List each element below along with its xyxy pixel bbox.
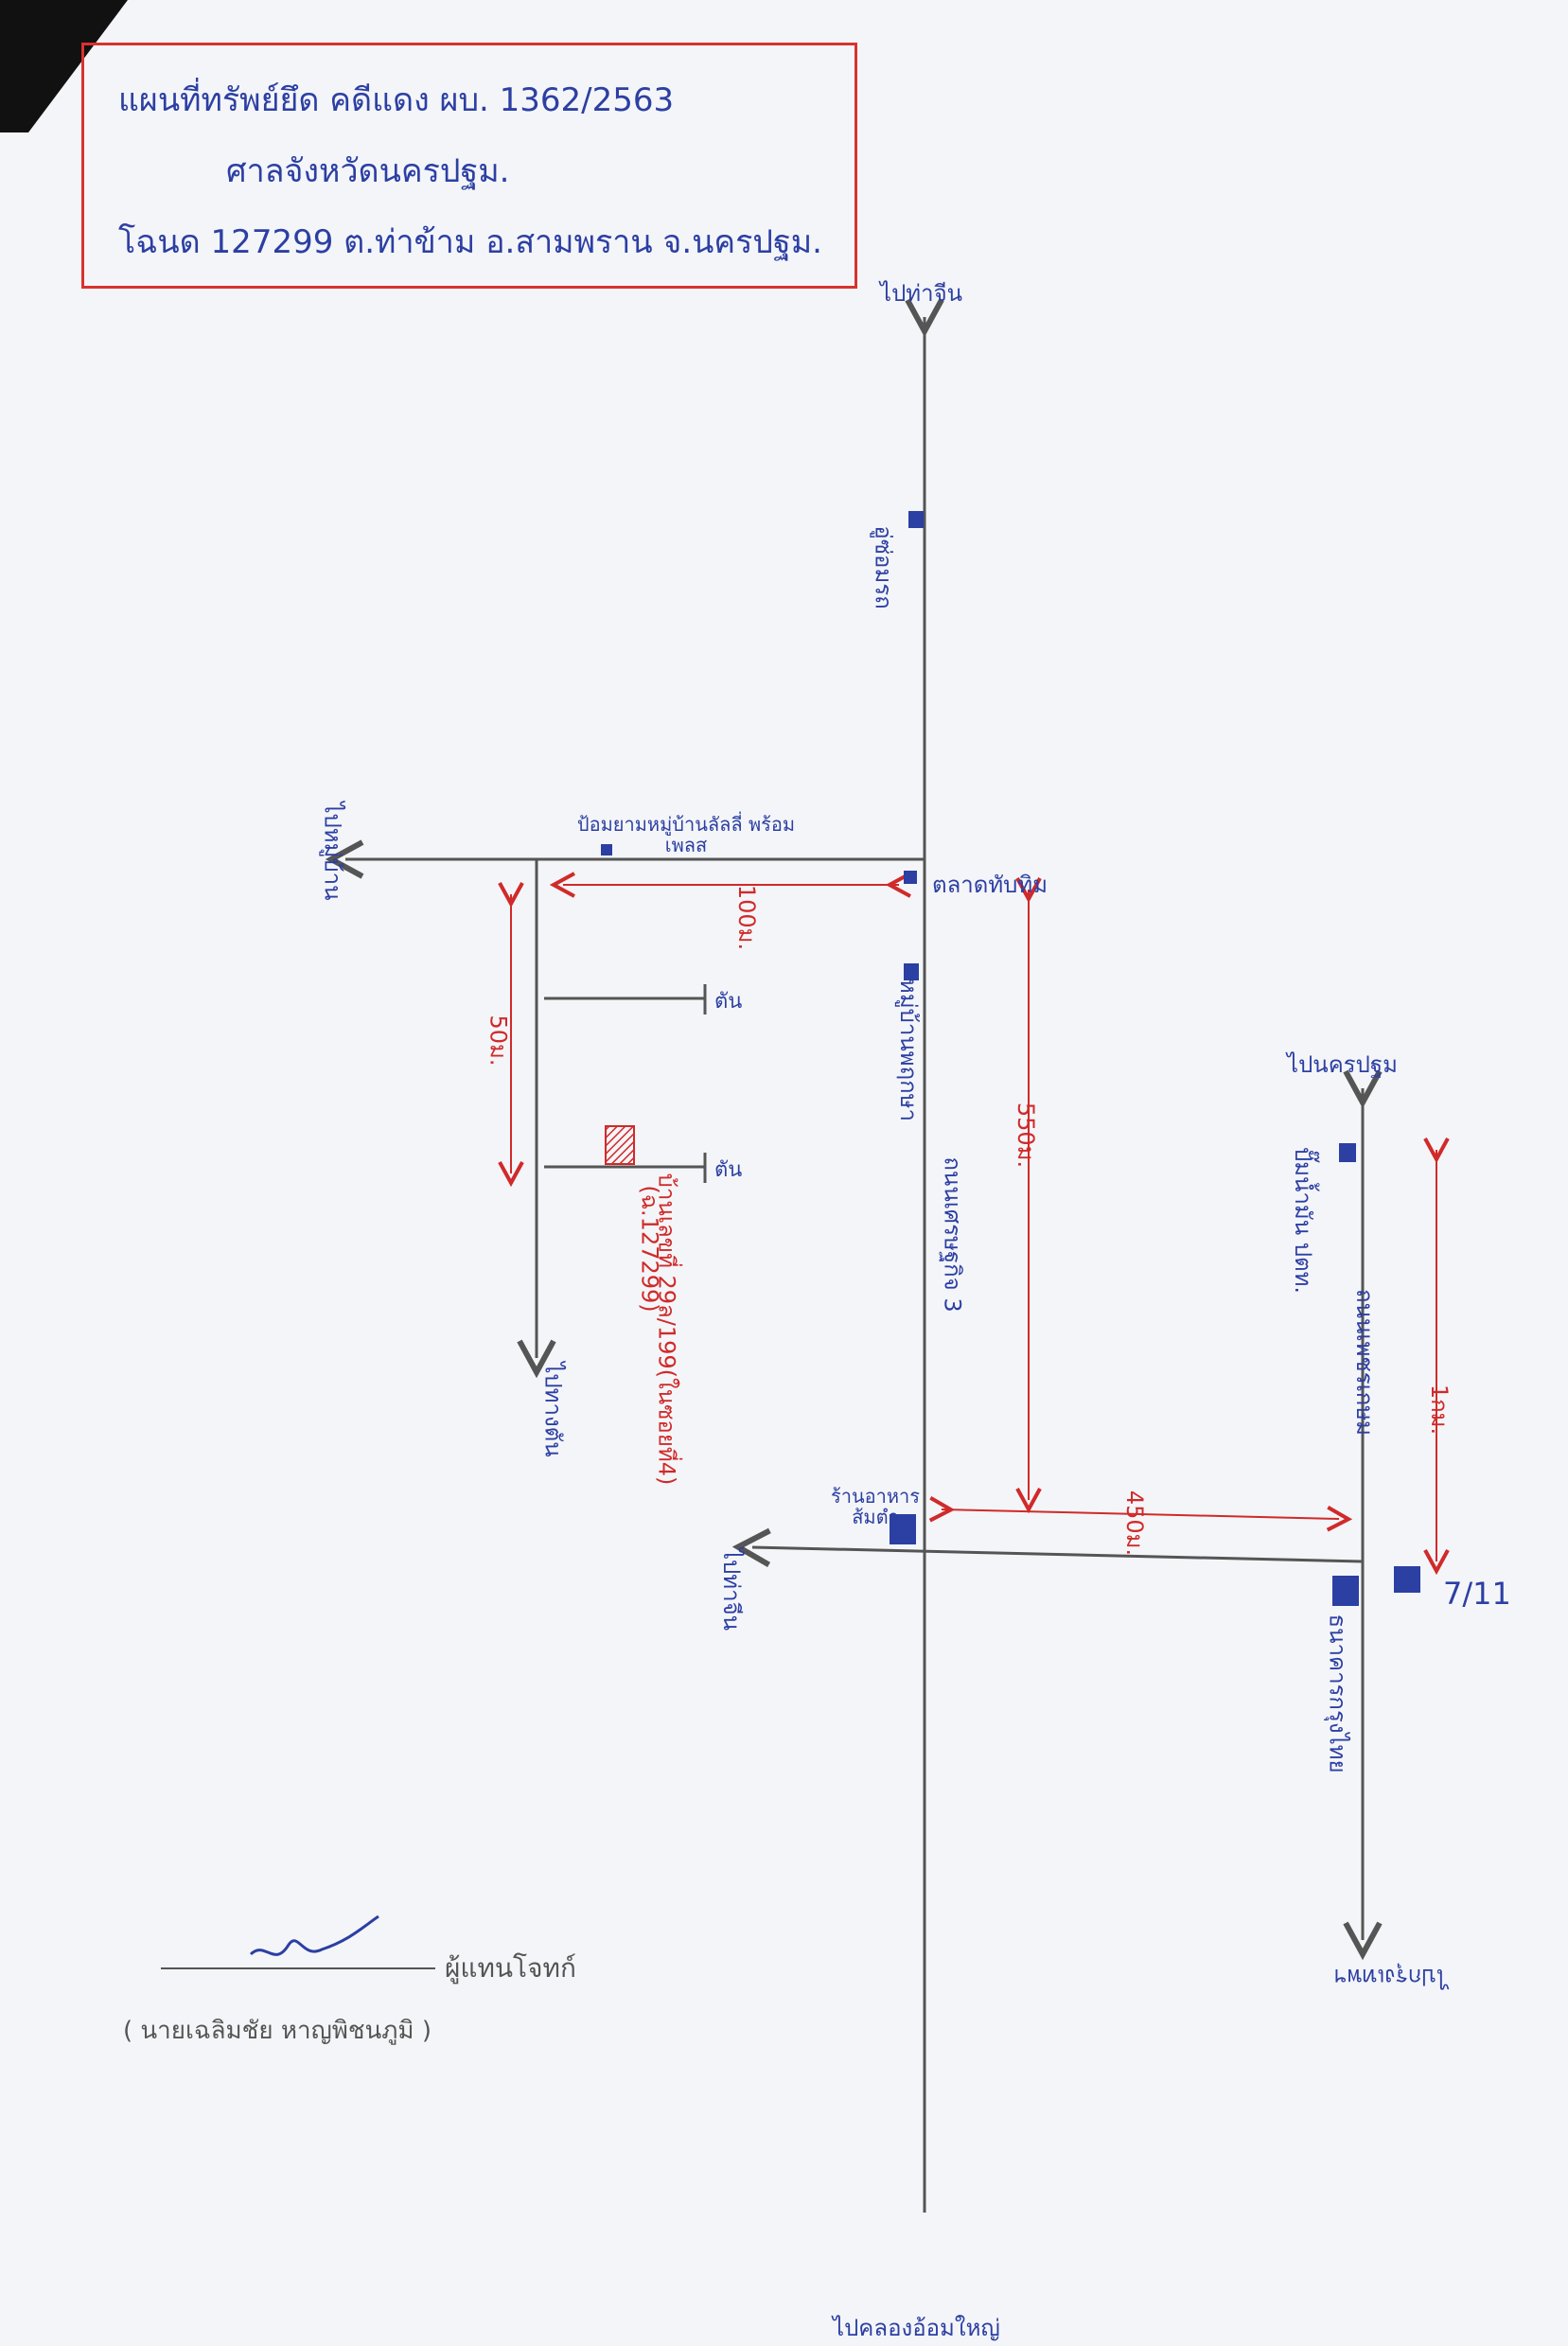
village-label: หมู่บ้านพฤกษา — [894, 979, 922, 1121]
gas-square — [1339, 1143, 1356, 1162]
soi-left-end-label: ไปหมู่บ้าน — [319, 802, 346, 901]
title-line-1: แผนที่ทรัพย์ยึด คดีแดง ผบ. 1362/2563 — [118, 81, 675, 119]
distance-label-1km: 1กม. — [1426, 1384, 1453, 1436]
map-drawing — [0, 0, 1568, 2213]
title-line-3: โฉนด 127299 ต.ท่าข้าม อ.สามพราน จ.นครปฐม… — [118, 223, 822, 261]
corner-shop-label: ตลาดทับทิม — [932, 872, 1048, 898]
property-house-label: บ้านเลขที่ 29ล/199(ในซอยที่4) — [653, 1173, 680, 1486]
signature-mark — [161, 1914, 435, 1969]
north-direction-label: ไปท่าจีน — [880, 280, 963, 307]
junction-square — [890, 1514, 916, 1544]
bank-square — [1332, 1576, 1359, 1606]
cross-road — [752, 1547, 1364, 1561]
shop-square-top — [908, 511, 924, 528]
top-shop-label: อู่ซ่อมรถ — [870, 525, 897, 609]
dead-end-label-a: ตัน — [714, 990, 743, 1014]
village-gate-label: ป้อมยามหมู่บ้านลัลลี่ พร้อมเพลส — [576, 813, 796, 856]
dead-end-label-b: ตัน — [714, 1158, 743, 1182]
signature-block: ผู้แทนโจทก์ ( นายเฉลิมชัย หาญพิชนภูมิ ) — [123, 1902, 710, 2091]
distance-label-50: 50ม. — [484, 1014, 512, 1067]
cross-road-end-label: ไปท่าจีน — [718, 1547, 746, 1632]
torn-corner — [0, 0, 128, 132]
right-road-name: ถนนเพชรเกษม — [1350, 1289, 1378, 1436]
signature-role: ผู้แทนโจทก์ — [445, 1952, 576, 1984]
signature-name: ( นายเฉลิมชัย หาญพิชนภูมิ ) — [123, 2017, 432, 2045]
distance-label-100: 100ม. — [733, 884, 761, 951]
gas-station-label: ปั๊มน้ำมัน ปตท. — [1290, 1146, 1317, 1295]
right-south-label: ไปกรุงเทพฯ — [1334, 1964, 1448, 1990]
seven-eleven-square — [1394, 1566, 1420, 1593]
soi-south-end-label: ไปทางตัน — [539, 1362, 567, 1457]
south-direction-label: ไปคลองอ้อมใหญ่ — [833, 2315, 1000, 2341]
distance-label-550: 550ม. — [1013, 1102, 1040, 1169]
junction-shop-label: ร้านอาหาร ส้มตำ — [830, 1485, 921, 1528]
title-line-2: ศาลจังหวัดนครปฐม. — [226, 152, 510, 190]
property-parcel — [605, 1125, 635, 1165]
distance-label-450: 450ม. — [1121, 1490, 1149, 1557]
gate-square — [601, 844, 612, 855]
main-road-name: ถนนเศรษฐกิจ 3 — [939, 1156, 966, 1313]
distance-arrow-450 — [942, 1509, 1339, 1519]
right-bank-label: ธนาคารกรุงไทย — [1324, 1614, 1351, 1773]
title-box: แผนที่ทรัพย์ยึด คดีแดง ผบ. 1362/2563 ศาล… — [81, 43, 857, 289]
seven-eleven-label: 7/11 — [1443, 1576, 1511, 1612]
corner-square — [904, 871, 917, 884]
village-square — [904, 963, 919, 980]
right-north-label: ไปนครปฐม — [1287, 1051, 1398, 1078]
